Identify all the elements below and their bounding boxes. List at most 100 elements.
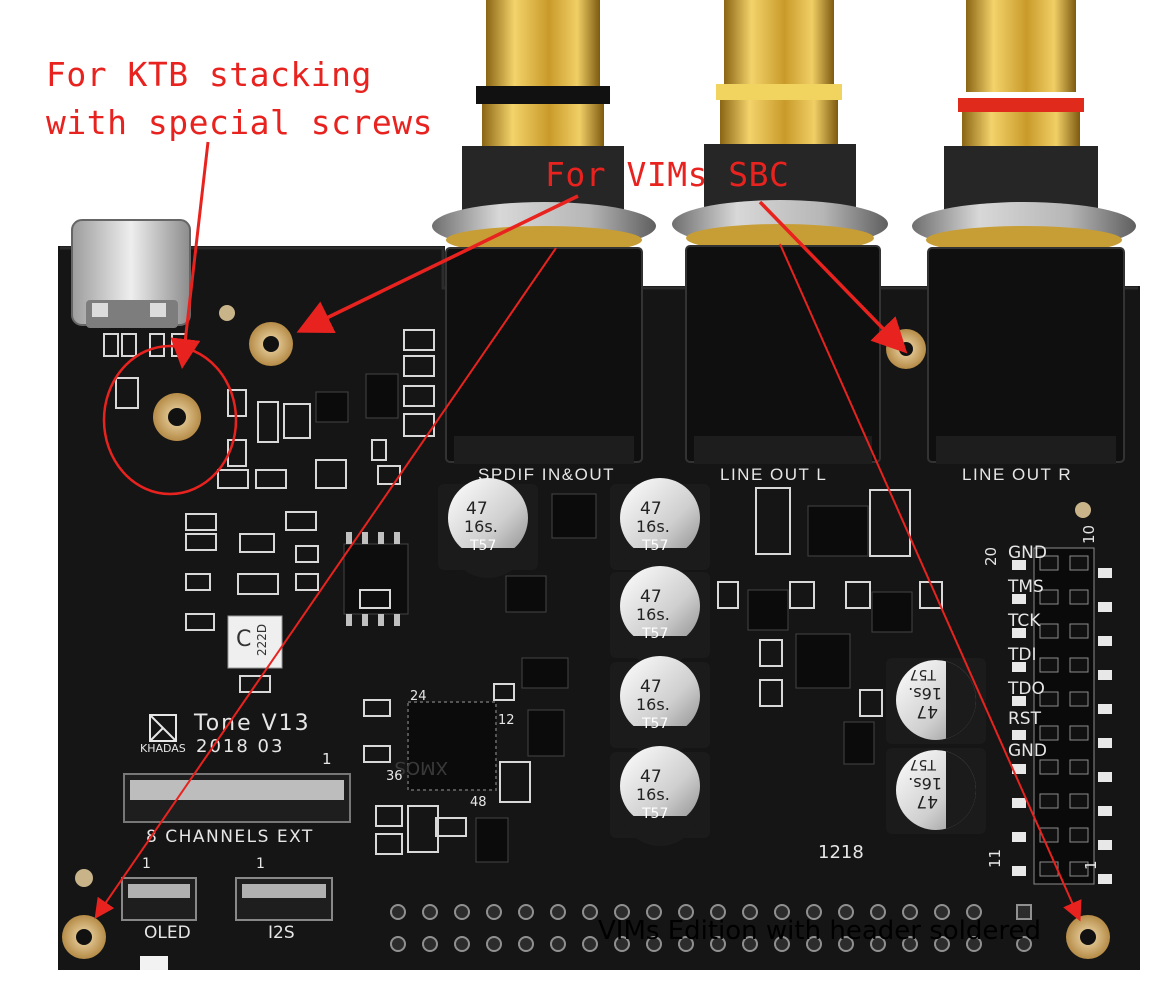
svg-text:C: C — [236, 627, 251, 652]
pin-one-label: 1 — [322, 750, 332, 768]
annotation-arrow — [758, 200, 908, 354]
header-label: TMS — [1007, 577, 1044, 597]
svg-text:T57: T57 — [641, 626, 668, 642]
ic-chip — [747, 589, 789, 631]
i2s-connector — [235, 877, 333, 921]
pin-label: 12 — [498, 713, 515, 728]
svg-text:222D: 222D — [255, 624, 269, 656]
annotation-arrow — [94, 247, 557, 919]
header-number: 11 — [986, 849, 1004, 868]
ic-chip — [871, 591, 913, 633]
pin-label: 24 — [410, 689, 427, 704]
ic-chip — [527, 709, 565, 757]
header-label: TCK — [1007, 611, 1041, 631]
svg-text:16s.: 16s. — [908, 774, 942, 793]
ic-chip — [505, 575, 547, 613]
svg-text:T57: T57 — [641, 538, 668, 554]
ic-chip — [365, 373, 399, 419]
header-number: 10 — [1080, 525, 1098, 544]
svg-text:16s.: 16s. — [636, 695, 670, 714]
usb-c-connector — [71, 219, 191, 328]
capacitor: 47 16s. T57 — [886, 748, 986, 834]
annotation-ktb-line1: For KTB stacking — [46, 55, 372, 94]
i2s-label: I2S — [268, 923, 295, 943]
header-label: GND — [1008, 543, 1047, 563]
rca-jack-spdif — [432, 0, 656, 464]
mounting-hole — [1066, 915, 1110, 959]
pin-one-label: 1 — [256, 856, 265, 872]
header-label: GND — [1008, 741, 1047, 761]
capacitor: 47 16s. T57 — [438, 478, 538, 578]
header-label: RST — [1008, 709, 1042, 729]
mounting-hole — [886, 329, 926, 369]
header-label: TDO — [1007, 679, 1045, 699]
right-pin-header — [1033, 547, 1095, 885]
khadas-logo: KHADAS — [140, 714, 186, 755]
annotation-vims: For VIMs SBC — [545, 155, 790, 194]
svg-text:47: 47 — [916, 791, 938, 811]
rca-jack-left — [672, 0, 888, 464]
annotation-arrow — [779, 243, 1082, 922]
oled-connector — [121, 877, 197, 921]
mounting-hole — [62, 915, 106, 959]
header-label: TDI — [1007, 645, 1037, 665]
inductor: C 222D — [227, 615, 283, 669]
svg-text:T57: T57 — [469, 538, 496, 554]
xmos-chip: XMOS — [395, 701, 497, 791]
header-number: 20 — [982, 547, 1000, 566]
svg-text:47: 47 — [640, 587, 662, 607]
rca-jack-right — [912, 0, 1136, 464]
mounting-hole — [153, 393, 201, 441]
svg-text:16s.: 16s. — [464, 517, 498, 536]
jack-label-left: LINE OUT L — [720, 465, 827, 484]
ic-chip — [475, 817, 509, 863]
ic-chip — [551, 493, 597, 539]
board-name: Tone V13 — [193, 711, 311, 736]
gpio-header-holes — [390, 904, 1032, 952]
capacitor: 47 16s. T57 — [610, 566, 710, 666]
capacitor: 47 16s. T57 — [886, 658, 986, 744]
ic-chip — [315, 391, 349, 423]
svg-text:T57: T57 — [641, 716, 668, 732]
svg-text:16s.: 16s. — [636, 785, 670, 804]
oled-label: OLED — [144, 923, 191, 943]
pin-one-label: 1 — [142, 856, 151, 872]
fpc-connector-8ch — [123, 773, 351, 823]
svg-text:T57: T57 — [641, 806, 668, 822]
jack-label-right: LINE OUT R — [962, 465, 1072, 484]
capacitor: 47 16s. T57 — [610, 656, 710, 756]
pin-label: 36 — [386, 769, 403, 784]
jack-label-spdif: SPDIF IN&OUT — [478, 465, 615, 484]
annotation-circle — [102, 344, 238, 496]
svg-text:XMOS: XMOS — [395, 757, 448, 778]
number-label: 1218 — [818, 842, 864, 863]
annotation-arrow — [170, 141, 210, 369]
capacitor: 47 16s. T57 — [610, 746, 710, 846]
svg-text:16s.: 16s. — [908, 684, 942, 703]
annotation-arrow — [296, 194, 579, 334]
svg-text:T57: T57 — [910, 666, 937, 682]
svg-text:47: 47 — [640, 767, 662, 787]
capacitor: 47 16s. T57 — [610, 478, 710, 578]
svg-text:47: 47 — [640, 499, 662, 519]
ic-chip — [521, 657, 569, 689]
svg-text:KHADAS: KHADAS — [140, 742, 186, 755]
ic-chip — [795, 633, 851, 689]
pin-label: 48 — [470, 795, 487, 810]
svg-text:47: 47 — [640, 677, 662, 697]
svg-text:47: 47 — [916, 701, 938, 721]
header-number: 1 — [1082, 860, 1100, 870]
header-pads — [1012, 560, 1112, 884]
led — [140, 956, 168, 970]
svg-text:47: 47 — [466, 499, 488, 519]
svg-text:T57: T57 — [910, 756, 937, 772]
op-amp-chip — [343, 532, 409, 626]
svg-text:16s.: 16s. — [636, 517, 670, 536]
channels-ext-label: 8 CHANNELS EXT — [146, 827, 314, 847]
ic-chip — [843, 721, 875, 765]
ic-chip — [807, 505, 869, 557]
smd-components — [103, 329, 943, 855]
mounting-hole — [249, 322, 293, 366]
photo-caption: VIMs Edition with header soldered — [598, 916, 1042, 946]
